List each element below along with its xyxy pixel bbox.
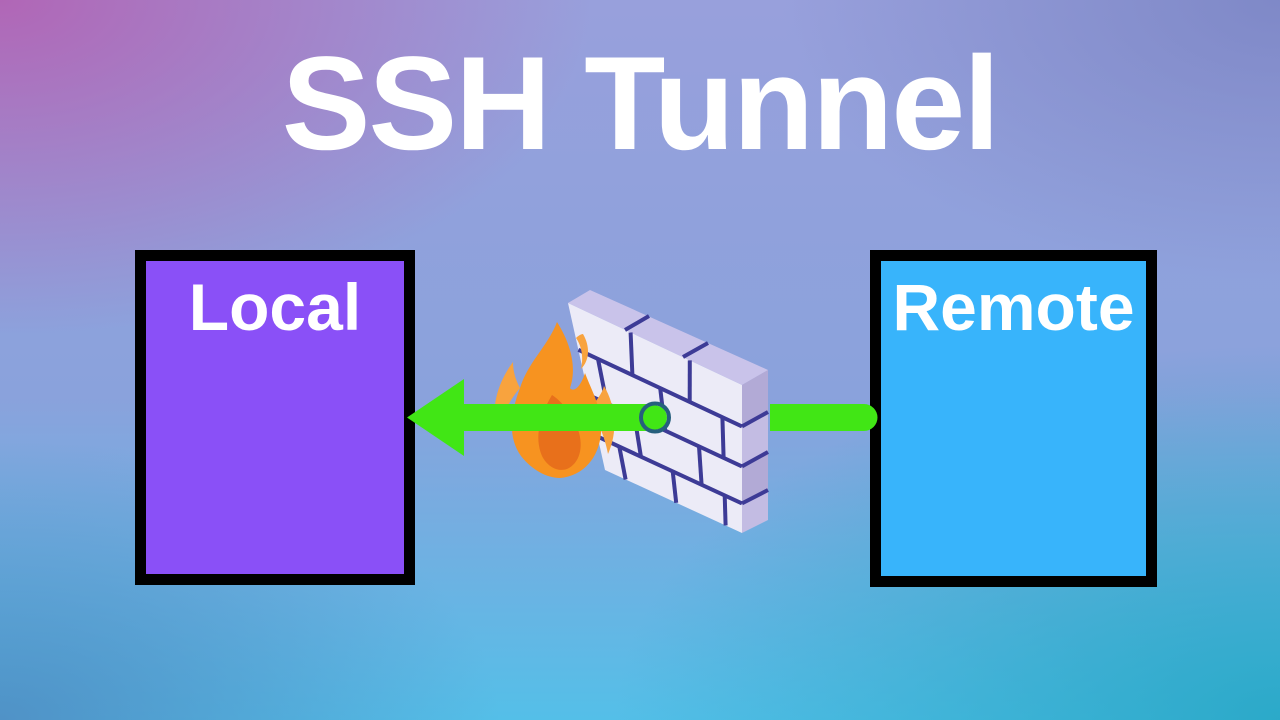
flame-wisp-top-right <box>576 334 589 369</box>
firewall-top-face <box>568 290 768 385</box>
node-local: Local <box>135 250 415 585</box>
node-remote: Remote <box>870 250 1157 587</box>
node-local-label: Local <box>188 270 362 344</box>
tunnel-arrow-left <box>407 379 657 456</box>
arrow-head-left <box>407 379 464 456</box>
arrow-shaft-left <box>455 404 657 431</box>
node-remote-label: Remote <box>892 270 1135 344</box>
tunnel-arrow-right <box>770 404 878 431</box>
firewall-side-brick-dark1 <box>742 370 768 426</box>
tunnel-port <box>643 405 667 430</box>
tunnel-port-ring <box>639 401 671 434</box>
page-title: SSH Tunnel <box>281 30 1000 178</box>
